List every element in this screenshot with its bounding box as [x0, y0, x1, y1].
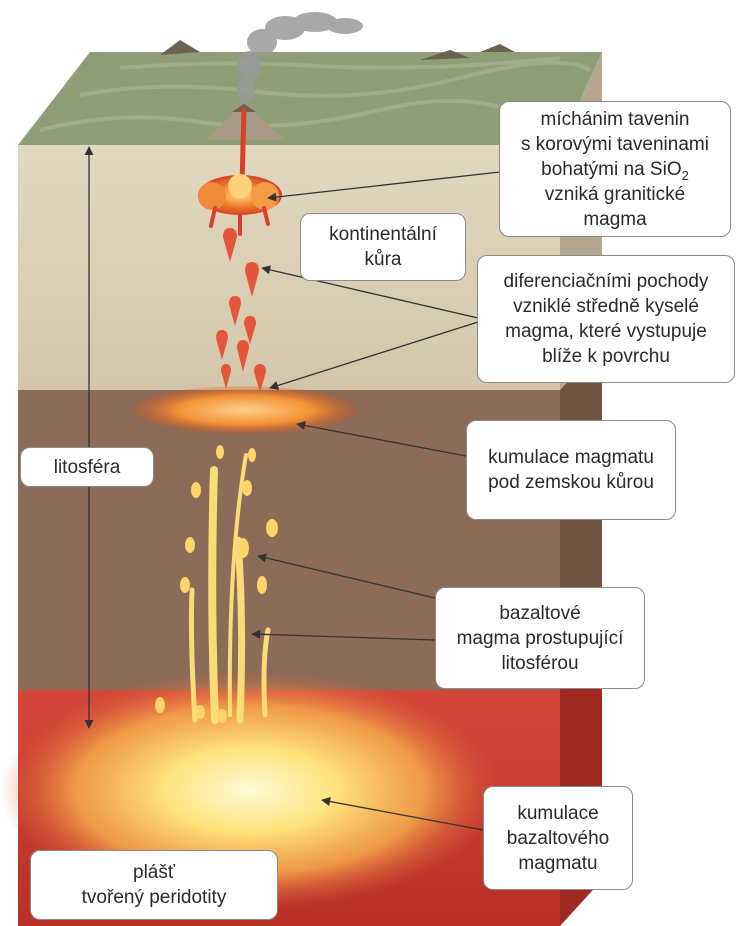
label-cumulation-under-crust: kumulace magmatu pod zemskou kůrou [466, 420, 676, 520]
label-continental-crust: kontinentální kůra [300, 213, 466, 281]
volcanic-conduit [242, 108, 244, 185]
magma-sill [133, 386, 357, 434]
label-mantle: plášť tvořený peridotity [30, 850, 278, 920]
label-granitic-magma: míchánim tavenin s korovými taveninami b… [499, 101, 731, 237]
label-basalt-rising: bazaltové magma prostupující litosférou [435, 587, 645, 689]
granitic-magma-chamber [198, 174, 282, 234]
label-differentiation: diferenciačními pochody vzniklé středně … [477, 255, 735, 383]
label-lithosphere: litosféra [20, 447, 154, 487]
label-basalt-cumulation: kumulace bazaltového magmatu [483, 786, 633, 890]
